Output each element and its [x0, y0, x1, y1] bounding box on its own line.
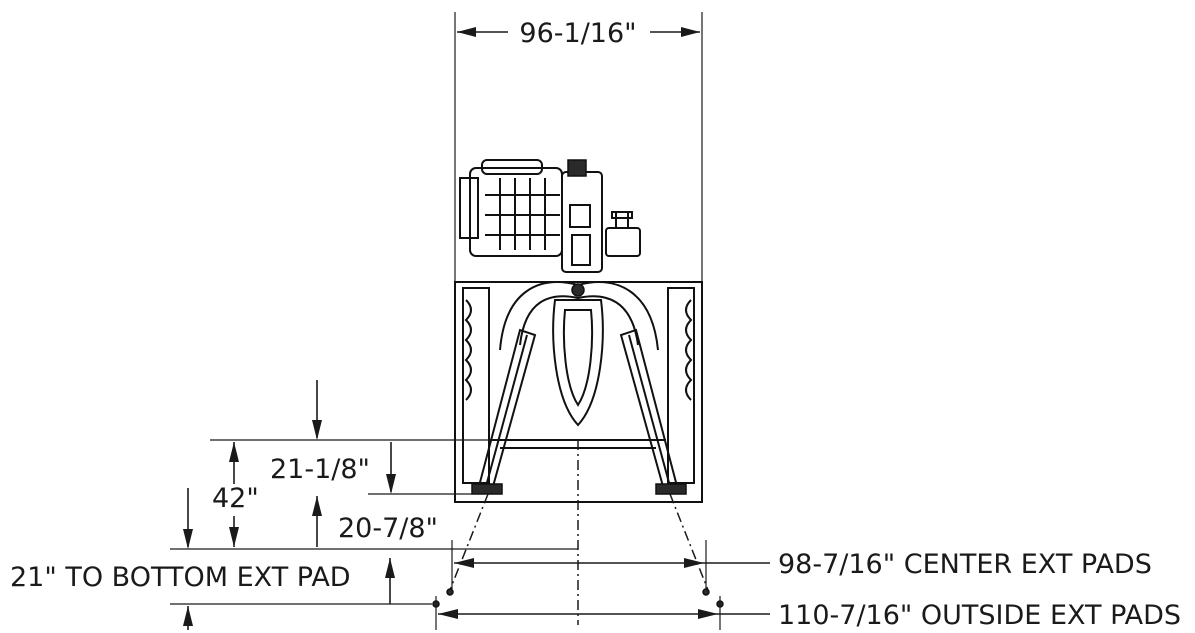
left-center-pad-point	[446, 588, 454, 596]
center-pads-label: 98-7/16" CENTER EXT PADS	[778, 549, 1152, 580]
machine-front-view	[454, 159, 703, 503]
overall-width-dimension: 96-1/16"	[454, 12, 703, 282]
lower-height-label: 20-7/8"	[338, 513, 438, 544]
outside-pads-label: 110-7/16" OUTSIDE EXT PADS	[778, 600, 1181, 631]
vertical-dimensions: 21-1/8" 42" 20-7/8" 21" TO BOTTOM EXT PA…	[10, 380, 578, 630]
overall-width-label: 96-1/16"	[519, 18, 636, 49]
total-height-label: 42"	[212, 483, 259, 514]
engine-grille	[485, 178, 560, 250]
bottom-pad-label: 21" TO BOTTOM EXT PAD	[10, 562, 351, 593]
right-pad-projection	[669, 493, 709, 591]
left-pad-projection	[449, 493, 489, 591]
pad-width-dimensions: 98-7/16" CENTER EXT PADS 110-7/16" OUTSI…	[435, 540, 1181, 631]
upper-height-label: 21-1/8"	[270, 454, 370, 485]
